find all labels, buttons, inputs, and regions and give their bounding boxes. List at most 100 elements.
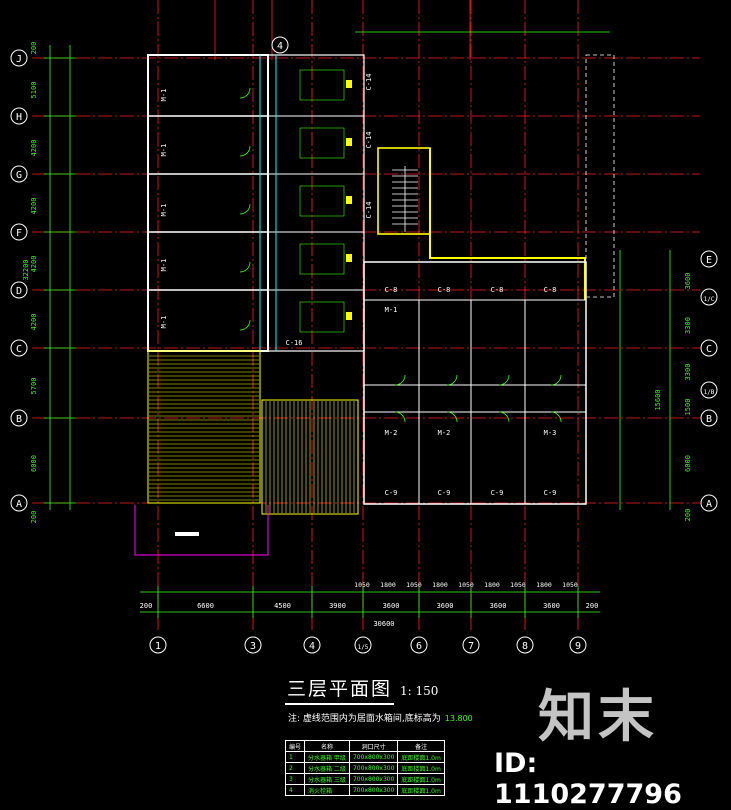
window-tag: C-8 — [544, 286, 557, 294]
entrance-canopy — [134, 505, 269, 556]
grid-bubble-label: E — [706, 255, 712, 266]
schedule-cell: 底距楼面1.0m — [397, 773, 445, 785]
dim-text: 32200 — [22, 259, 30, 280]
roof-terrace — [261, 399, 359, 515]
dim-text: 4200 — [30, 198, 38, 215]
grid-bubble — [10, 223, 28, 241]
dim-text: 3600 — [437, 602, 454, 610]
schedule-cell: 底距楼面1.0m — [397, 762, 445, 774]
door-swing — [394, 411, 406, 423]
dimension-text: 5100420042004200420057006000200200322003… — [22, 42, 692, 628]
window-tag: C-9 — [438, 489, 451, 497]
grid-bubble-label: D — [16, 286, 22, 297]
grid-bubble-label: C — [706, 344, 712, 355]
schedule-cell: 分水器箱 二级 — [304, 762, 350, 774]
grid-bubble-label: H — [16, 112, 22, 123]
window-tag: C-16 — [286, 339, 303, 347]
grid-bubble-label: 8 — [522, 641, 528, 652]
dim-text: 3300 — [684, 317, 692, 334]
fixture-mark — [346, 80, 352, 88]
toilet-fixture — [299, 301, 345, 333]
grid-bubble — [700, 409, 718, 427]
dim-text: 3900 — [329, 602, 346, 610]
grid-bubble-label: 1/5 — [358, 644, 369, 651]
grid-bubble — [244, 636, 262, 654]
table-row: 1 分水器箱 甲级 700x800x300 底距楼面1.0m — [284, 751, 445, 763]
fixture-mark — [346, 138, 352, 146]
schedule-header: 洞口尺寸 — [348, 740, 399, 752]
water-tank-boundary — [429, 148, 586, 300]
drawing-title: 三层平面图 — [285, 674, 395, 705]
right-wing-wall — [363, 261, 587, 505]
grid-bubble — [700, 288, 718, 306]
schedule-cell: 3 — [284, 773, 306, 785]
grid-bubble-label: 4 — [309, 641, 315, 652]
door-swing — [498, 411, 510, 423]
dim-text: 1050 — [458, 581, 474, 589]
dim-text: 1050 — [354, 581, 370, 589]
grid-bubble-label: J — [16, 54, 22, 65]
toilet-fixture — [299, 185, 345, 217]
window-tag: C-9 — [544, 489, 557, 497]
door-swing — [446, 411, 458, 423]
window-tag: C-14 — [365, 132, 373, 149]
grid-bubble — [10, 49, 28, 67]
grid-bubble — [700, 250, 718, 268]
stair-core — [377, 147, 431, 235]
grid-bubble — [10, 165, 28, 183]
door-swing — [446, 374, 458, 386]
note-level: 13.800 — [444, 714, 473, 723]
grid-bubble — [10, 339, 28, 357]
dim-text: 6000 — [684, 455, 692, 472]
note-text: 注: 虚线范围内为居面水箱间,底标高为 — [288, 714, 441, 724]
schedule-cell: 700x800x300 — [348, 762, 399, 774]
schedule-cell: 4 — [284, 784, 306, 796]
schedule-header-row: 编号 名称 洞口尺寸 备注 — [284, 740, 445, 752]
walls — [147, 54, 615, 515]
door-swing — [550, 374, 562, 386]
dim-text: 1050 — [562, 581, 578, 589]
window-tag: C-9 — [385, 489, 398, 497]
schedule-cell: 2 — [284, 762, 306, 774]
window-tag: M-1 — [160, 259, 168, 272]
window-tag: C-14 — [365, 202, 373, 219]
dim-text: 3600 — [543, 602, 560, 610]
schedule-header: 备注 — [397, 740, 445, 752]
fixture-mark — [346, 254, 352, 262]
dim-text: 3600 — [383, 602, 400, 610]
dim-text: 1050 — [510, 581, 526, 589]
dim-text: 30600 — [373, 620, 394, 628]
grid-bubble-label: 4 — [277, 41, 283, 52]
dim-text: 200 — [586, 602, 599, 610]
grid-bubble — [10, 107, 28, 125]
grid-bubble — [354, 636, 372, 654]
grid-bubble — [700, 381, 718, 399]
window-tag: C-8 — [385, 286, 398, 294]
schedule-header: 名称 — [304, 740, 350, 752]
window-tag: C-8 — [491, 286, 504, 294]
window-tag: M-1 — [160, 144, 168, 157]
window-tag: M-1 — [160, 316, 168, 329]
watermark-logo: 知末 — [538, 685, 658, 750]
toilet-fixture — [299, 69, 345, 101]
grid-bubble — [516, 636, 534, 654]
dim-text: 3300 — [684, 364, 692, 381]
window-tag: M-1 — [385, 306, 398, 314]
door-swing — [239, 319, 251, 331]
table-row: 3 分水器箱 三级 700x800x300 底距楼面1.0m — [284, 773, 445, 785]
door-swing — [498, 374, 510, 386]
grid-bubble-label: B — [16, 414, 22, 425]
drawing-scale: 1: 150 — [400, 684, 439, 698]
grid-bubble — [10, 494, 28, 512]
dim-text: 1800 — [432, 581, 448, 589]
dim-text: 1800 — [536, 581, 552, 589]
grid-bubble — [700, 339, 718, 357]
dim-text: 1800 — [484, 581, 500, 589]
schedule-header: 编号 — [284, 740, 306, 752]
dim-text: 6600 — [197, 602, 214, 610]
drawing-title-block: 三层平面图 1: 150 — [285, 674, 438, 705]
dim-text: 4200 — [30, 140, 38, 157]
roof-terrace — [147, 350, 261, 504]
